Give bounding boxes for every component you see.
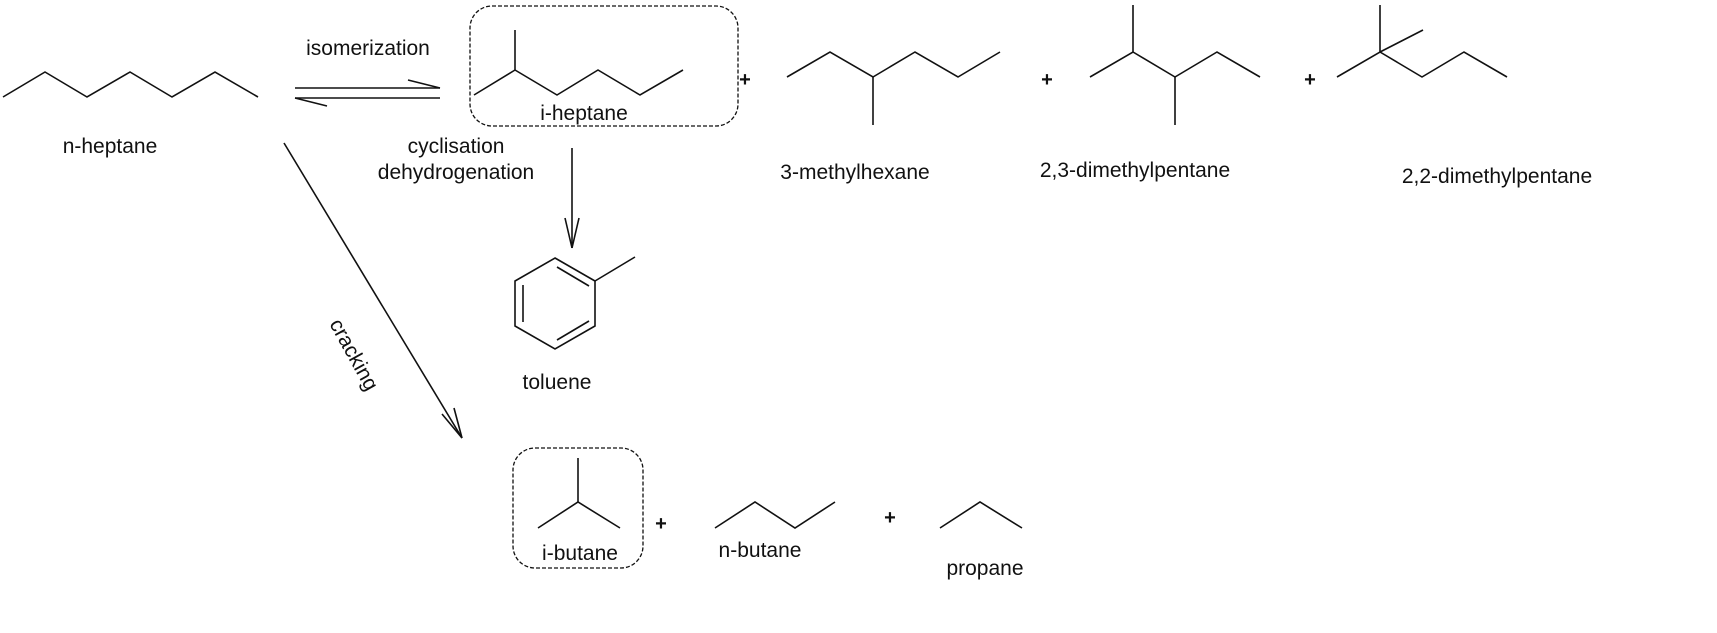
toluene-label: toluene <box>523 371 592 394</box>
cracking-arrow <box>283 142 463 439</box>
cyclisation-arrow <box>564 148 580 249</box>
n-butane-structure <box>714 501 836 529</box>
3-methylhexane-label: 3-methylhexane <box>780 161 929 184</box>
plus-sign: + <box>884 507 896 529</box>
i-butane-label: i-butane <box>542 542 618 565</box>
propane-structure <box>939 501 1023 529</box>
n-butane-label: n-butane <box>719 539 802 562</box>
plus-sign: + <box>655 513 667 535</box>
i-butane-highlight-box <box>512 447 644 569</box>
plus-sign: + <box>1041 69 1053 91</box>
i-heptane-structure <box>473 30 684 96</box>
plus-sign: + <box>1304 69 1316 91</box>
2-2-dimethylpentane-structure <box>1336 5 1508 78</box>
i-heptane-highlight-box <box>469 5 739 127</box>
propane-label: propane <box>946 557 1023 580</box>
cracking-label: cracking <box>325 315 383 395</box>
cyclisation-label: cyclisation <box>408 135 505 158</box>
dehydrogenation-label: dehydrogenation <box>378 161 534 184</box>
plus-sign: + <box>739 69 751 91</box>
isomerization-label: isomerization <box>306 37 430 60</box>
i-butane-structure <box>537 458 621 529</box>
2-3-dimethylpentane-structure <box>1089 5 1261 125</box>
n-heptane-label: n-heptane <box>63 135 158 158</box>
3-methylhexane-structure <box>786 51 1001 125</box>
toluene-structure <box>514 256 636 350</box>
2-3-dimethylpentane-label: 2,3-dimethylpentane <box>1040 159 1230 182</box>
i-heptane-label: i-heptane <box>540 102 628 125</box>
equilibrium-arrow <box>294 79 441 107</box>
n-heptane-structure <box>2 71 259 98</box>
2-2-dimethylpentane-label: 2,2-dimethylpentane <box>1402 165 1592 188</box>
